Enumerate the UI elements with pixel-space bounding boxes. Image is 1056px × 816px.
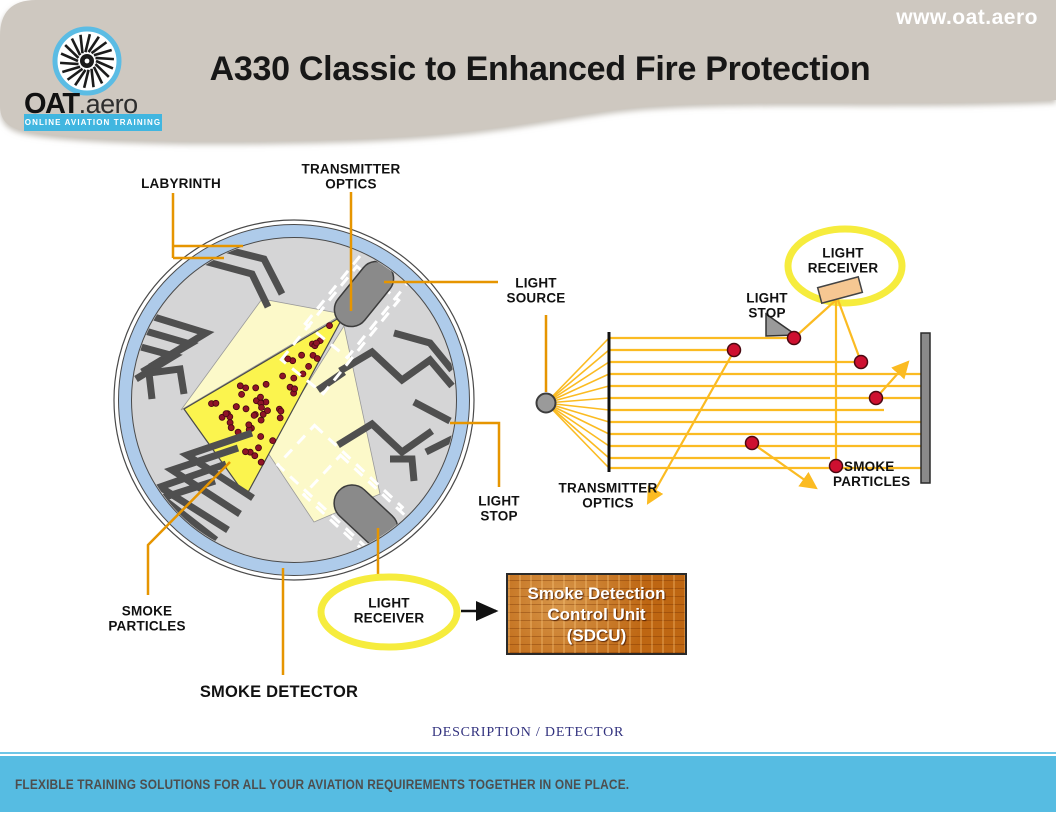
fan-rays [545, 337, 610, 469]
logo-tagline: ONLINE AVIATION TRAINING [24, 114, 162, 131]
light-source-dot [535, 392, 557, 414]
light-scatter-diagram [535, 275, 931, 505]
footer-bar: FLEXIBLE TRAINING SOLUTIONS FOR ALL YOUR… [0, 756, 1056, 812]
label-smoke-detector: SMOKE DETECTOR [199, 682, 359, 701]
transmitter-optics-outlines [275, 238, 431, 562]
website-url: www.oat.aero [896, 6, 1038, 29]
footer-divider [0, 752, 1056, 754]
section-title: DESCRIPTION / DETECTOR [431, 725, 625, 740]
label-smoke-particles-left: SMOKE PARTICLES [108, 603, 186, 633]
smoke-particle-dots [208, 322, 333, 466]
header-band [0, 0, 1056, 142]
light-stop-wedge [765, 312, 799, 337]
turbine-icon [52, 26, 122, 96]
light-receiver-highlight-left [317, 573, 461, 651]
label-light-stop-left: LIGHT STOP [478, 493, 520, 523]
label-smoke-particles-right: SMOKE PARTICLES [833, 459, 911, 489]
light-receiver-chip [816, 275, 864, 305]
page-title: A330 Classic to Enhanced Fire Protection [209, 50, 871, 88]
light-receiver-highlight-right [784, 225, 906, 307]
sdcu-box: Smoke Detection Control Unit (SDCU) [506, 573, 687, 655]
labyrinth-walls [132, 243, 456, 543]
label-leader-lines [146, 192, 548, 675]
label-light-receiver-left: LIGHT RECEIVER [353, 595, 425, 625]
footer-tagline: FLEXIBLE TRAINING SOLUTIONS FOR ALL YOUR… [15, 776, 630, 792]
chamber-wall [920, 332, 931, 484]
header-shape [0, 0, 1056, 142]
label-transmitter-optics-left: TRANSMITTER OPTICS [301, 161, 401, 191]
parallel-rays [609, 336, 921, 470]
label-transmitter-optics-right: TRANSMITTER OPTICS [558, 480, 658, 510]
label-labyrinth: LABYRINTH [141, 175, 221, 191]
detector-blue-ring [118, 224, 470, 576]
label-light-stop-right: LIGHT STOP [746, 290, 788, 320]
sdcu-text: Smoke Detection Control Unit (SDCU) [527, 583, 666, 645]
label-light-receiver-right: LIGHT RECEIVER [807, 245, 879, 275]
beam-pale-cone [180, 298, 345, 411]
smoke-particles-dots [726, 330, 884, 474]
scattered-rays [646, 299, 910, 505]
label-light-source: LIGHT SOURCE [506, 275, 566, 305]
